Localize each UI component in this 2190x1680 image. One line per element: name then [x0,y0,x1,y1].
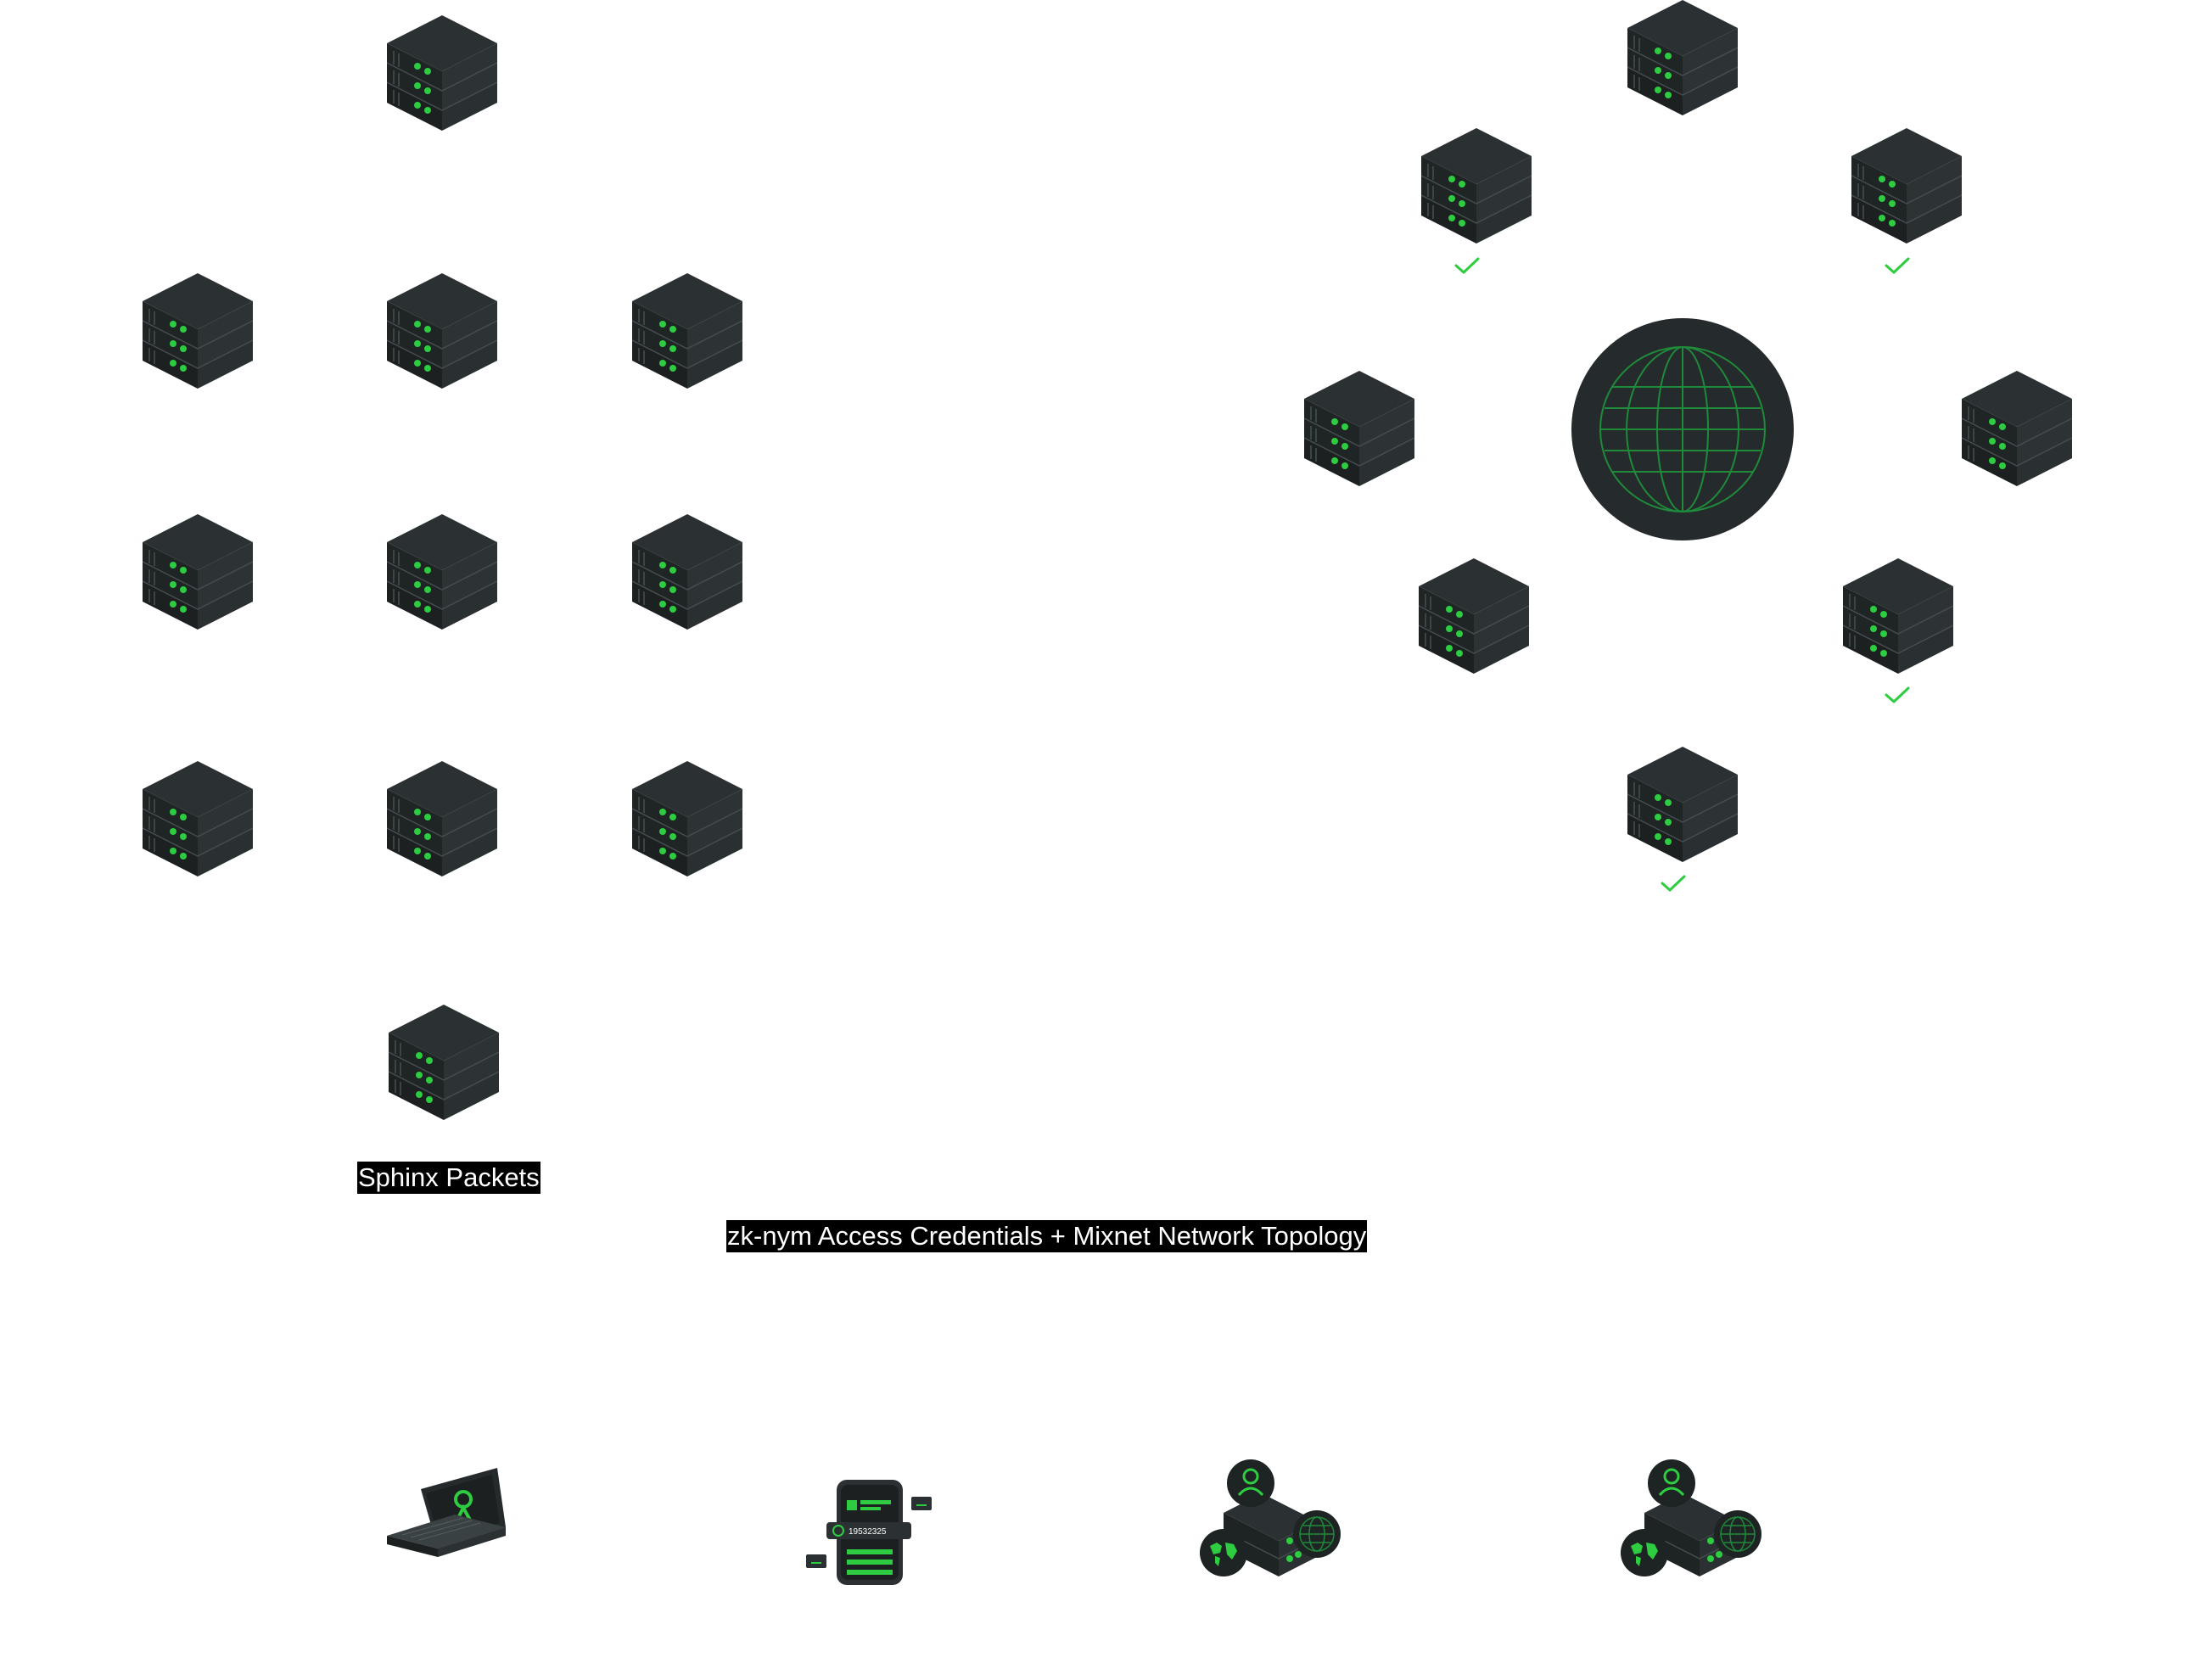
mixnode-r1-c3 [632,273,742,392]
ring-node-bottom [1627,747,1738,865]
ring-node-top [1627,0,1738,119]
mixnode-r1-c2 [387,273,497,392]
globe-icon [1571,318,1794,540]
wallet-balance: 19532325 [849,1527,887,1537]
ring-node-upper-right [1851,128,1962,247]
entry-gateway-icon [1198,1458,1342,1585]
checkmark-icon [1885,686,1910,704]
ring-node-lower-right [1843,558,1953,677]
mixnode-r3-c1 [143,761,253,880]
checkmark-icon [1661,874,1686,893]
laptop-icon [387,1468,506,1557]
ring-node-left [1304,371,1414,490]
mixnode-r2-c1 [143,514,253,633]
mixnode-r1-c1 [143,273,253,392]
mixnode-r3-c2 [387,761,497,880]
zk-nym-credentials-label: zk-nym Access Credentials + Mixnet Netwo… [726,1220,1368,1252]
mixnode-r2-c3 [632,514,742,633]
mixnode-r3-c3 [632,761,742,880]
ring-node-upper-left [1421,128,1532,247]
exit-gateway-icon [1619,1458,1763,1585]
phone-wallet-icon: 19532325 [806,1480,932,1585]
checkmark-icon [1454,256,1480,275]
mixnode-r2-c2 [387,514,497,633]
sphinx-packets-label: Sphinx Packets [357,1162,540,1194]
ring-node-lower-left [1419,558,1529,677]
mixnode-bottom [389,1005,499,1123]
ring-node-right [1962,371,2072,490]
checkmark-icon [1885,256,1910,275]
mixnode-top [387,15,497,134]
